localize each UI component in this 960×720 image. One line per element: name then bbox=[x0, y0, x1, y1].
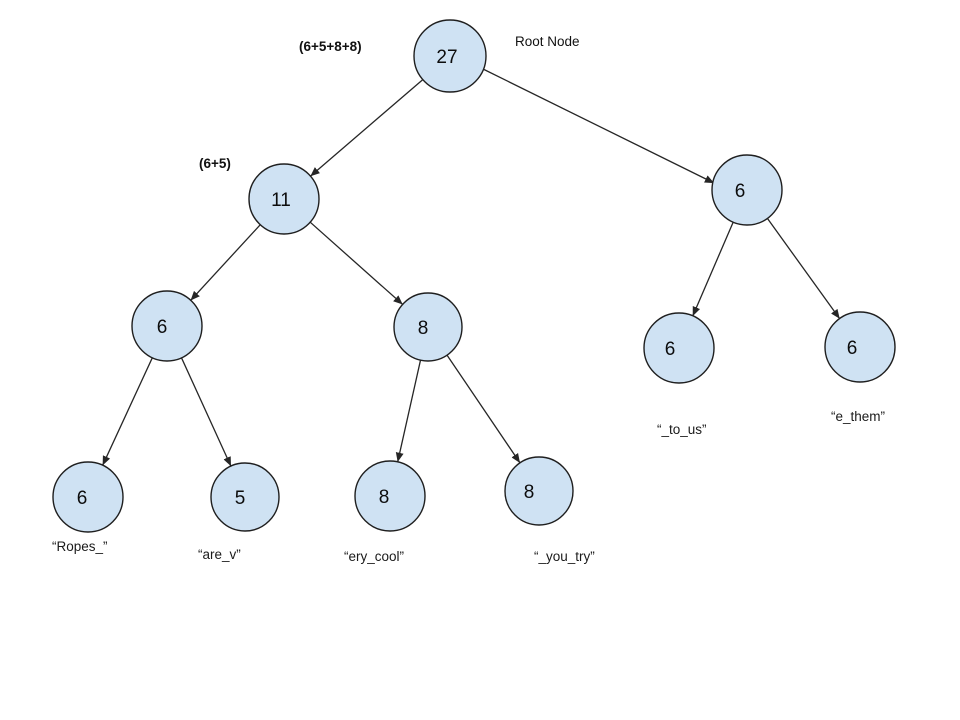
node-internal-8-circle bbox=[393, 292, 463, 362]
left-weight-sum-annotation: (6+5) bbox=[199, 156, 231, 171]
node-leaf-ropes-value: 6 bbox=[77, 488, 88, 509]
node-leaf-to-us: 6 bbox=[643, 312, 715, 384]
edge-8-to-leaf-you-try bbox=[446, 354, 521, 464]
node-leaf-ropes-circle bbox=[52, 461, 124, 533]
edge-right-6-to-leaf-e-them bbox=[766, 218, 841, 319]
node-leaf-to-us-circle bbox=[643, 312, 715, 384]
node-root-circle bbox=[413, 19, 487, 93]
leaf-label-ropes: “Ropes_” bbox=[52, 539, 108, 554]
node-internal-8-value: 8 bbox=[418, 318, 429, 339]
node-internal-6-left-value: 6 bbox=[157, 317, 168, 338]
edge-root-to-11 bbox=[310, 79, 424, 177]
root-node-note: Root Node bbox=[515, 34, 580, 49]
edge-6-to-leaf-are-v bbox=[180, 357, 232, 467]
edge-11-to-left-6 bbox=[190, 224, 261, 301]
edge-right-6-to-leaf-to-us bbox=[692, 221, 734, 317]
node-internal-6-right-value: 6 bbox=[735, 181, 746, 202]
edge-6-to-leaf-ropes bbox=[102, 357, 153, 466]
node-leaf-you-try: 8 bbox=[504, 456, 574, 526]
node-leaf-ery-cool-circle bbox=[354, 460, 426, 532]
node-leaf-you-try-value: 8 bbox=[524, 482, 535, 503]
node-leaf-e-them-value: 6 bbox=[847, 338, 858, 359]
leaf-label-to-us: “_to_us” bbox=[657, 422, 707, 437]
node-internal-6-left-circle bbox=[131, 290, 203, 362]
node-internal-11: 11 bbox=[248, 163, 320, 235]
node-root-value: 27 bbox=[436, 47, 457, 68]
node-leaf-e-them: 6 bbox=[824, 311, 896, 383]
node-root: 27 bbox=[413, 19, 487, 93]
leaf-label-are-v: “are_v” bbox=[198, 547, 241, 562]
node-internal-11-value: 11 bbox=[271, 190, 291, 211]
node-leaf-are-v-circle bbox=[210, 462, 280, 532]
leaf-label-you-try: “_you_try” bbox=[534, 549, 595, 564]
node-internal-6-right: 6 bbox=[711, 154, 783, 226]
node-internal-6-right-circle bbox=[711, 154, 783, 226]
edge-root-to-right-6 bbox=[482, 68, 715, 184]
root-weight-sum-annotation: (6+5+8+8) bbox=[299, 39, 362, 54]
node-leaf-you-try-circle bbox=[504, 456, 574, 526]
node-internal-8: 8 bbox=[393, 292, 463, 362]
edge-11-to-8 bbox=[309, 221, 404, 305]
node-leaf-are-v: 5 bbox=[210, 462, 280, 532]
node-leaf-ery-cool-value: 8 bbox=[379, 487, 390, 508]
node-leaf-to-us-value: 6 bbox=[665, 339, 676, 360]
edge-8-to-leaf-ery-cool bbox=[395, 360, 422, 463]
node-leaf-ropes: 6 bbox=[52, 461, 124, 533]
leaf-label-ery-cool: “ery_cool” bbox=[344, 549, 404, 564]
node-internal-11-circle bbox=[248, 163, 320, 235]
leaf-label-e-them: “e_them” bbox=[831, 409, 885, 424]
node-internal-6-left: 6 bbox=[131, 290, 203, 362]
tree-edges bbox=[102, 68, 841, 467]
node-leaf-are-v-value: 5 bbox=[235, 488, 246, 509]
node-leaf-e-them-circle bbox=[824, 311, 896, 383]
node-leaf-ery-cool: 8 bbox=[354, 460, 426, 532]
